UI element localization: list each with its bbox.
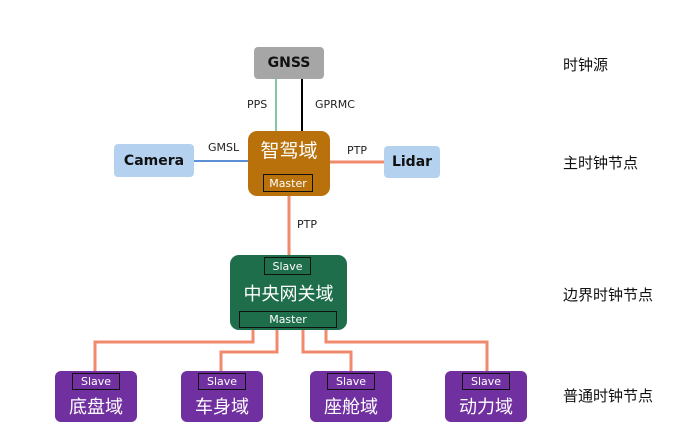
ptp-lidar-label: PTP bbox=[347, 144, 367, 157]
power-domain-node: Slave 动力域 bbox=[445, 371, 527, 422]
link-chassis bbox=[93, 330, 255, 371]
gnss-node: GNSS bbox=[254, 47, 324, 79]
domain-title: 动力域 bbox=[459, 397, 513, 418]
domain-title: 车身域 bbox=[195, 397, 249, 418]
slave-tag: Slave bbox=[462, 373, 510, 390]
camera-node: Camera bbox=[114, 144, 194, 177]
link-cockpit bbox=[301, 330, 353, 371]
smart-drive-domain-node: 智驾域 Master bbox=[248, 131, 330, 196]
domain-title: 座舱域 bbox=[324, 397, 378, 418]
gmsl-label: GMSL bbox=[208, 141, 240, 154]
slave-tag: Slave bbox=[264, 257, 311, 275]
chassis-domain-node: Slave 底盘域 bbox=[55, 371, 137, 422]
slave-tag: Slave bbox=[327, 373, 375, 390]
central-gateway-node: Slave 中央网关域 Master bbox=[230, 255, 347, 330]
gprmc-label: GPRMC bbox=[315, 98, 355, 111]
body-domain-node: Slave 车身域 bbox=[181, 371, 263, 422]
master-tag: Master bbox=[239, 311, 337, 328]
pps-label: PPS bbox=[247, 98, 268, 111]
tier-ordinary-clock: 普通时钟节点 bbox=[563, 387, 654, 405]
gateway-title: 中央网关域 bbox=[243, 284, 334, 305]
tier-master-clock: 主时钟节点 bbox=[563, 154, 639, 172]
master-tag: Master bbox=[263, 174, 313, 192]
link-body bbox=[219, 330, 279, 371]
smart-drive-title: 智驾域 bbox=[260, 140, 318, 162]
link-power bbox=[324, 330, 489, 371]
tier-boundary-clock: 边界时钟节点 bbox=[563, 286, 654, 304]
tier-clock-source: 时钟源 bbox=[563, 56, 609, 74]
domain-title: 底盘域 bbox=[69, 397, 123, 418]
lidar-node: Lidar bbox=[384, 146, 440, 178]
cockpit-domain-node: Slave 座舱域 bbox=[310, 371, 392, 422]
slave-tag: Slave bbox=[72, 373, 120, 390]
slave-tag: Slave bbox=[198, 373, 246, 390]
ptp-gateway-label: PTP bbox=[297, 218, 317, 231]
